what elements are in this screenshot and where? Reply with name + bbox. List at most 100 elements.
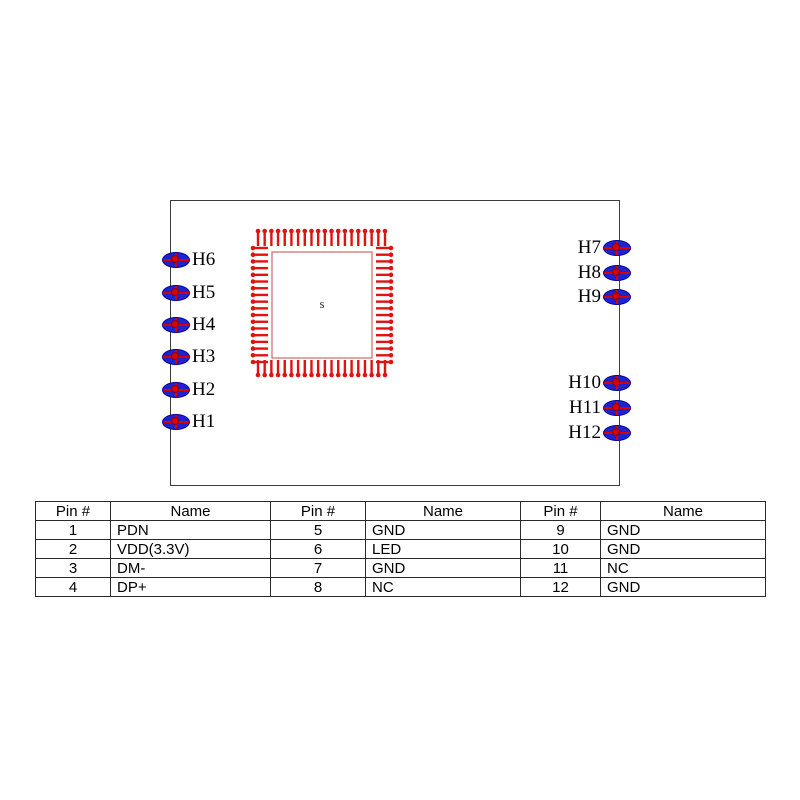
chip-pad	[295, 372, 301, 378]
chip-pad	[255, 360, 268, 364]
chip-pad	[255, 228, 261, 234]
chip-pad	[275, 228, 281, 234]
header-label-h6: H6	[192, 249, 216, 270]
chip-pad	[376, 327, 389, 330]
chip-pad	[309, 228, 314, 234]
mount-pad-h5	[162, 285, 190, 301]
chip-pad	[388, 292, 394, 298]
pin-name-cell: GND	[365, 520, 521, 540]
chip-pad	[329, 372, 334, 378]
chip-pad	[376, 333, 389, 337]
chip-pad	[250, 352, 256, 358]
chip-pad	[329, 228, 334, 234]
chip-pad	[376, 313, 389, 317]
chip-pad	[263, 233, 266, 246]
pad-center-dot	[612, 403, 620, 411]
chip-pad	[275, 372, 281, 378]
chip-pad	[250, 252, 256, 258]
chip-pad	[255, 300, 268, 303]
chip-pad	[250, 306, 256, 311]
chip-pad	[255, 340, 268, 344]
chip-pad	[388, 312, 394, 318]
chip-pad	[263, 360, 266, 373]
chip-pad	[270, 233, 273, 246]
chip-pad	[255, 307, 268, 310]
pin-number-cell: 8	[270, 577, 366, 597]
chip-pad	[269, 228, 274, 234]
chip-pad	[255, 260, 268, 263]
pin-number-cell: 2	[35, 539, 111, 559]
chip-outline-square	[271, 251, 373, 359]
mount-pad-h8	[603, 265, 631, 281]
pad-center-dot	[612, 378, 620, 386]
header-label-h2: H2	[192, 379, 216, 400]
chip-pad	[383, 360, 387, 373]
pad-center-dot	[171, 385, 179, 393]
mount-pad-h11	[603, 400, 631, 416]
chip-pad	[376, 307, 389, 310]
pin-number-cell: 10	[520, 539, 601, 559]
col-header-name: Name	[365, 501, 521, 521]
chip-pad	[370, 360, 373, 373]
chip-pad	[316, 233, 320, 246]
pin-name-cell: DP+	[110, 577, 271, 597]
mount-pad-h6	[162, 252, 190, 268]
header-label-h3: H3	[192, 346, 216, 367]
pin-number-cell: 9	[520, 520, 601, 540]
chip-pad	[282, 372, 288, 378]
mount-pad-h7	[603, 240, 631, 256]
chip-pad	[250, 346, 256, 351]
header-label-h10: H10	[568, 372, 601, 393]
chip-pad	[250, 332, 256, 338]
chip-pad	[376, 266, 389, 270]
chip-pad	[388, 285, 394, 291]
chip-pad	[255, 280, 268, 283]
chip-pad	[388, 352, 394, 358]
chip-pad	[357, 360, 360, 373]
chip-pad	[355, 228, 361, 234]
chip-pad	[250, 312, 256, 318]
chip-pad	[250, 299, 256, 304]
mount-pad-h3	[162, 349, 190, 365]
chip-pad	[250, 319, 256, 325]
pin-number-cell: 6	[270, 539, 366, 559]
chip-pad	[343, 360, 347, 373]
chip-pad	[337, 360, 340, 373]
chip-pad	[382, 228, 388, 234]
pin-name-cell: DM-	[110, 558, 271, 578]
pad-center-dot	[171, 255, 179, 263]
chip-pad	[255, 266, 268, 270]
chip-pad	[388, 306, 394, 311]
header-label-h7: H7	[577, 237, 601, 258]
mount-pad-h10	[603, 375, 631, 391]
chip-pad	[376, 273, 389, 277]
pin-number-cell: 3	[35, 558, 111, 578]
pin-number-cell: 12	[520, 577, 601, 597]
chip-pad	[302, 372, 308, 378]
chip-pad	[369, 372, 374, 378]
chip-pad	[388, 332, 394, 338]
chip-pad	[255, 372, 261, 378]
chip-pad	[262, 228, 267, 234]
chip-pad	[269, 372, 274, 378]
chip-pad	[255, 293, 268, 297]
pin-name-cell: GND	[600, 539, 766, 559]
chip-pad	[376, 246, 389, 250]
pin-name-cell: NC	[365, 577, 521, 597]
chip-pad	[276, 233, 280, 246]
chip-pad	[377, 233, 380, 246]
chip-label: s	[319, 296, 324, 311]
chip-pad	[376, 320, 389, 323]
pin-name-cell: VDD(3.3V)	[110, 539, 271, 559]
header-label-h5: H5	[192, 282, 216, 303]
chip-pad	[255, 273, 268, 277]
pin-name-cell: GND	[365, 558, 521, 578]
chip-pad	[250, 272, 256, 278]
chip-pad	[289, 372, 294, 378]
chip-pad	[303, 233, 306, 246]
chip-pad	[376, 347, 389, 350]
chip-pad	[388, 265, 394, 271]
chip-pad	[388, 346, 394, 351]
